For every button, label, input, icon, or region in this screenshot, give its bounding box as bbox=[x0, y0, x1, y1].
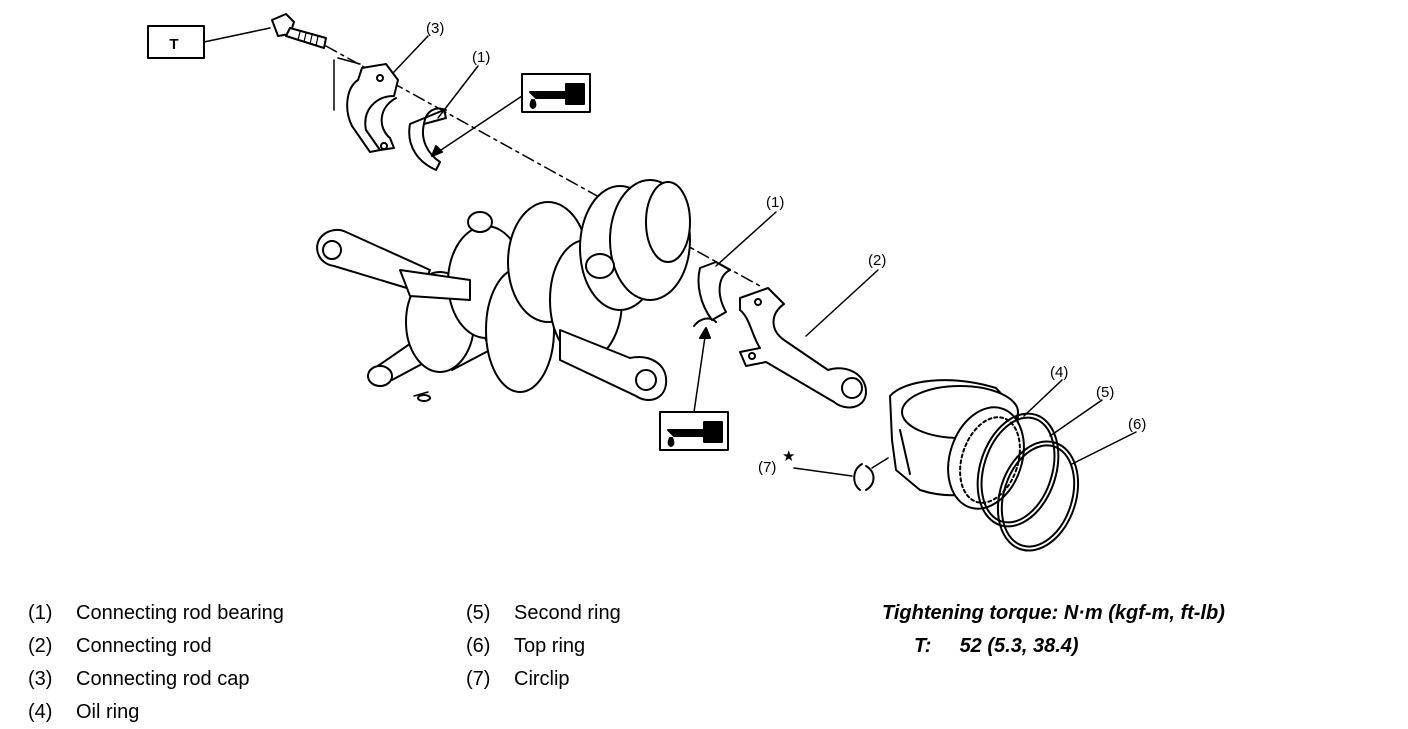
legend-number: (5) bbox=[466, 602, 491, 624]
torque-value-row: T: 52 (5.3, 38.4) bbox=[882, 630, 1225, 663]
oil-can-icon bbox=[431, 73, 591, 157]
torque-spec: Tightening torque: N·m (kgf-m, ft-lb) T:… bbox=[882, 597, 1225, 663]
torque-heading: Tightening torque: N·m (kgf-m, ft-lb) bbox=[882, 602, 1225, 624]
oil-can-icon bbox=[659, 327, 729, 451]
legend-label: Connecting rod bearing bbox=[76, 602, 284, 624]
legend-label: Connecting rod bbox=[76, 635, 212, 657]
callout-7: (7) bbox=[758, 459, 776, 476]
callout-4: (4) bbox=[1050, 364, 1068, 381]
callout-6: (6) bbox=[1128, 416, 1146, 433]
legend-item: (3) Connecting rod cap bbox=[28, 663, 284, 696]
legend-item: (4) Oil ring bbox=[28, 696, 284, 729]
legend-item: (6) Top ring bbox=[466, 630, 621, 663]
legend-label: Circlip bbox=[514, 668, 570, 690]
circlip bbox=[853, 457, 889, 491]
legend-label: Top ring bbox=[514, 635, 586, 657]
callout-3: (3) bbox=[426, 20, 444, 37]
connecting-rod-bearing-upper bbox=[408, 107, 447, 171]
assembly-center-line bbox=[325, 45, 761, 287]
torque-box-label: T bbox=[169, 36, 178, 53]
torque-value: 52 (5.3, 38.4) bbox=[959, 635, 1079, 657]
top-ring bbox=[996, 440, 1080, 552]
legend-label: Second ring bbox=[514, 602, 621, 624]
legend-number: (7) bbox=[466, 668, 491, 690]
legend-label: Connecting rod cap bbox=[76, 668, 250, 690]
legend-item: (7) Circlip bbox=[466, 663, 621, 696]
connecting-rod-right bbox=[739, 287, 867, 409]
star-icon: ★ bbox=[782, 448, 795, 465]
legend-item: (1) Connecting rod bearing bbox=[28, 597, 284, 630]
exploded-diagram: T (3) (1) (1) (2) (4) (5) (6) (7) ★ bbox=[147, 13, 1146, 552]
legend-number: (4) bbox=[28, 701, 53, 723]
legend-number: (3) bbox=[28, 668, 53, 690]
legend-number: (1) bbox=[28, 602, 53, 624]
crankshaft bbox=[367, 179, 691, 402]
callout-1-lower: (1) bbox=[766, 194, 784, 211]
legend-right: (5) Second ring (6) Top ring (7) Circlip bbox=[466, 597, 621, 696]
callout-1-upper: (1) bbox=[472, 49, 490, 66]
torque-symbol-box bbox=[147, 25, 271, 59]
callout-5: (5) bbox=[1096, 384, 1114, 401]
legend-item: (5) Second ring bbox=[466, 597, 621, 630]
callout-2: (2) bbox=[868, 252, 886, 269]
legend-number: (6) bbox=[466, 635, 491, 657]
connecting-rod-left bbox=[316, 228, 471, 301]
connecting-rod-bearing-lower bbox=[693, 261, 731, 327]
legend-label: Oil ring bbox=[76, 701, 140, 723]
leader-lines bbox=[393, 35, 1137, 477]
legend-left: (1) Connecting rod bearing (2) Connectin… bbox=[28, 597, 284, 729]
connecting-rod-cap bbox=[333, 57, 399, 153]
connecting-rod-center bbox=[559, 329, 668, 401]
bolt bbox=[271, 13, 327, 49]
legend-item: (2) Connecting rod bbox=[28, 630, 284, 663]
legend-number: (2) bbox=[28, 635, 53, 657]
torque-label: T: bbox=[914, 635, 932, 657]
